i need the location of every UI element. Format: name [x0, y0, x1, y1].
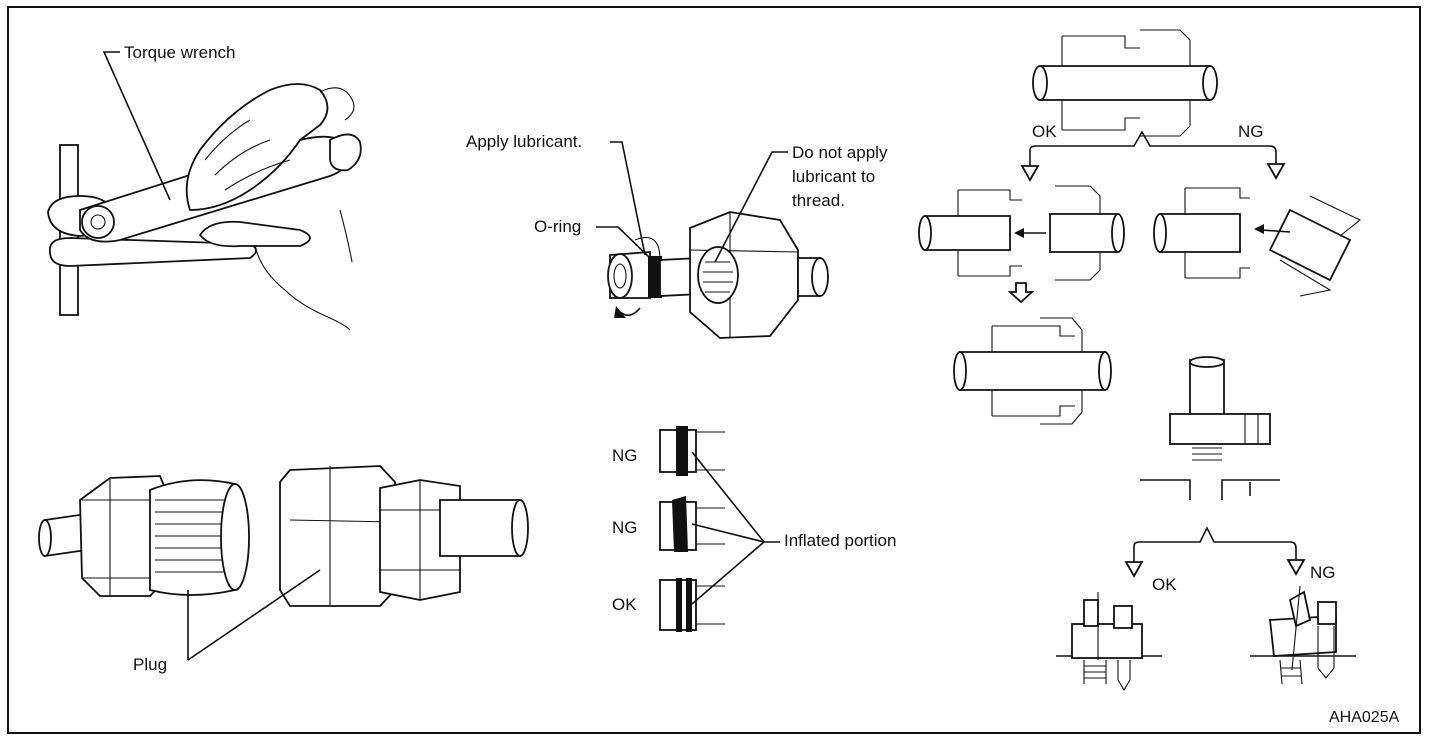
connector-ng-separated: [1153, 187, 1362, 297]
plug-leader-right: [187, 569, 321, 661]
top-ok-arrow: [1020, 165, 1040, 182]
ng-label-1: NG: [612, 446, 638, 465]
bottom-ok-label: OK: [1152, 575, 1177, 594]
inflated-leader-3: [691, 541, 765, 605]
ok-label-1: OK: [612, 595, 637, 614]
figure-code: AHA025A: [1329, 709, 1400, 726]
o-ring-leader: [596, 226, 651, 259]
o-ring-ng-top: [659, 426, 725, 476]
inflated-leader-1: [691, 451, 780, 543]
o-ring-ng-middle: [659, 496, 725, 552]
down-arrow-ok: [1007, 282, 1035, 304]
torque-wrench-illustration: [47, 83, 362, 331]
connector-ok-separated: [918, 185, 1125, 281]
bottom-ng-label: NG: [1310, 563, 1336, 582]
inflated-leader-2: [691, 523, 765, 543]
tube-block-ng: [1250, 585, 1356, 685]
o-ring-label: O-ring: [534, 217, 581, 236]
top-ok-label: OK: [1032, 122, 1057, 141]
top-brace: [1029, 130, 1277, 175]
do-not-apply-line-3: thread.: [792, 191, 845, 210]
do-not-apply-line-2: lubricant to: [792, 167, 875, 186]
o-ring-ok: [659, 578, 725, 632]
plug-label: Plug: [133, 655, 167, 674]
o-ring-fitting-illustration: [607, 211, 829, 339]
tube-block-top: [1140, 356, 1280, 500]
top-ng-arrow: [1266, 163, 1286, 180]
figure-frame: [7, 6, 1421, 734]
do-not-apply-leader: [714, 151, 788, 263]
apply-lubricant-label: Apply lubricant.: [466, 132, 582, 151]
apply-lubricant-leader: [610, 141, 646, 256]
plug-illustration: [38, 465, 529, 607]
top-ng-label: NG: [1238, 122, 1264, 141]
bottom-ng-arrow: [1286, 559, 1306, 576]
inflated-portion-label: Inflated portion: [784, 531, 896, 550]
torque-wrench-label: Torque wrench: [124, 43, 236, 62]
connector-ok-joined: [953, 317, 1112, 425]
tube-block-ok: [1056, 592, 1162, 692]
bottom-ok-arrow: [1124, 561, 1144, 578]
connector-top: [1032, 29, 1218, 137]
ng-label-2: NG: [612, 518, 638, 537]
torque-wrench-leader: [102, 51, 171, 201]
do-not-apply-line-1: Do not apply: [792, 143, 888, 162]
bottom-brace: [1133, 526, 1297, 570]
